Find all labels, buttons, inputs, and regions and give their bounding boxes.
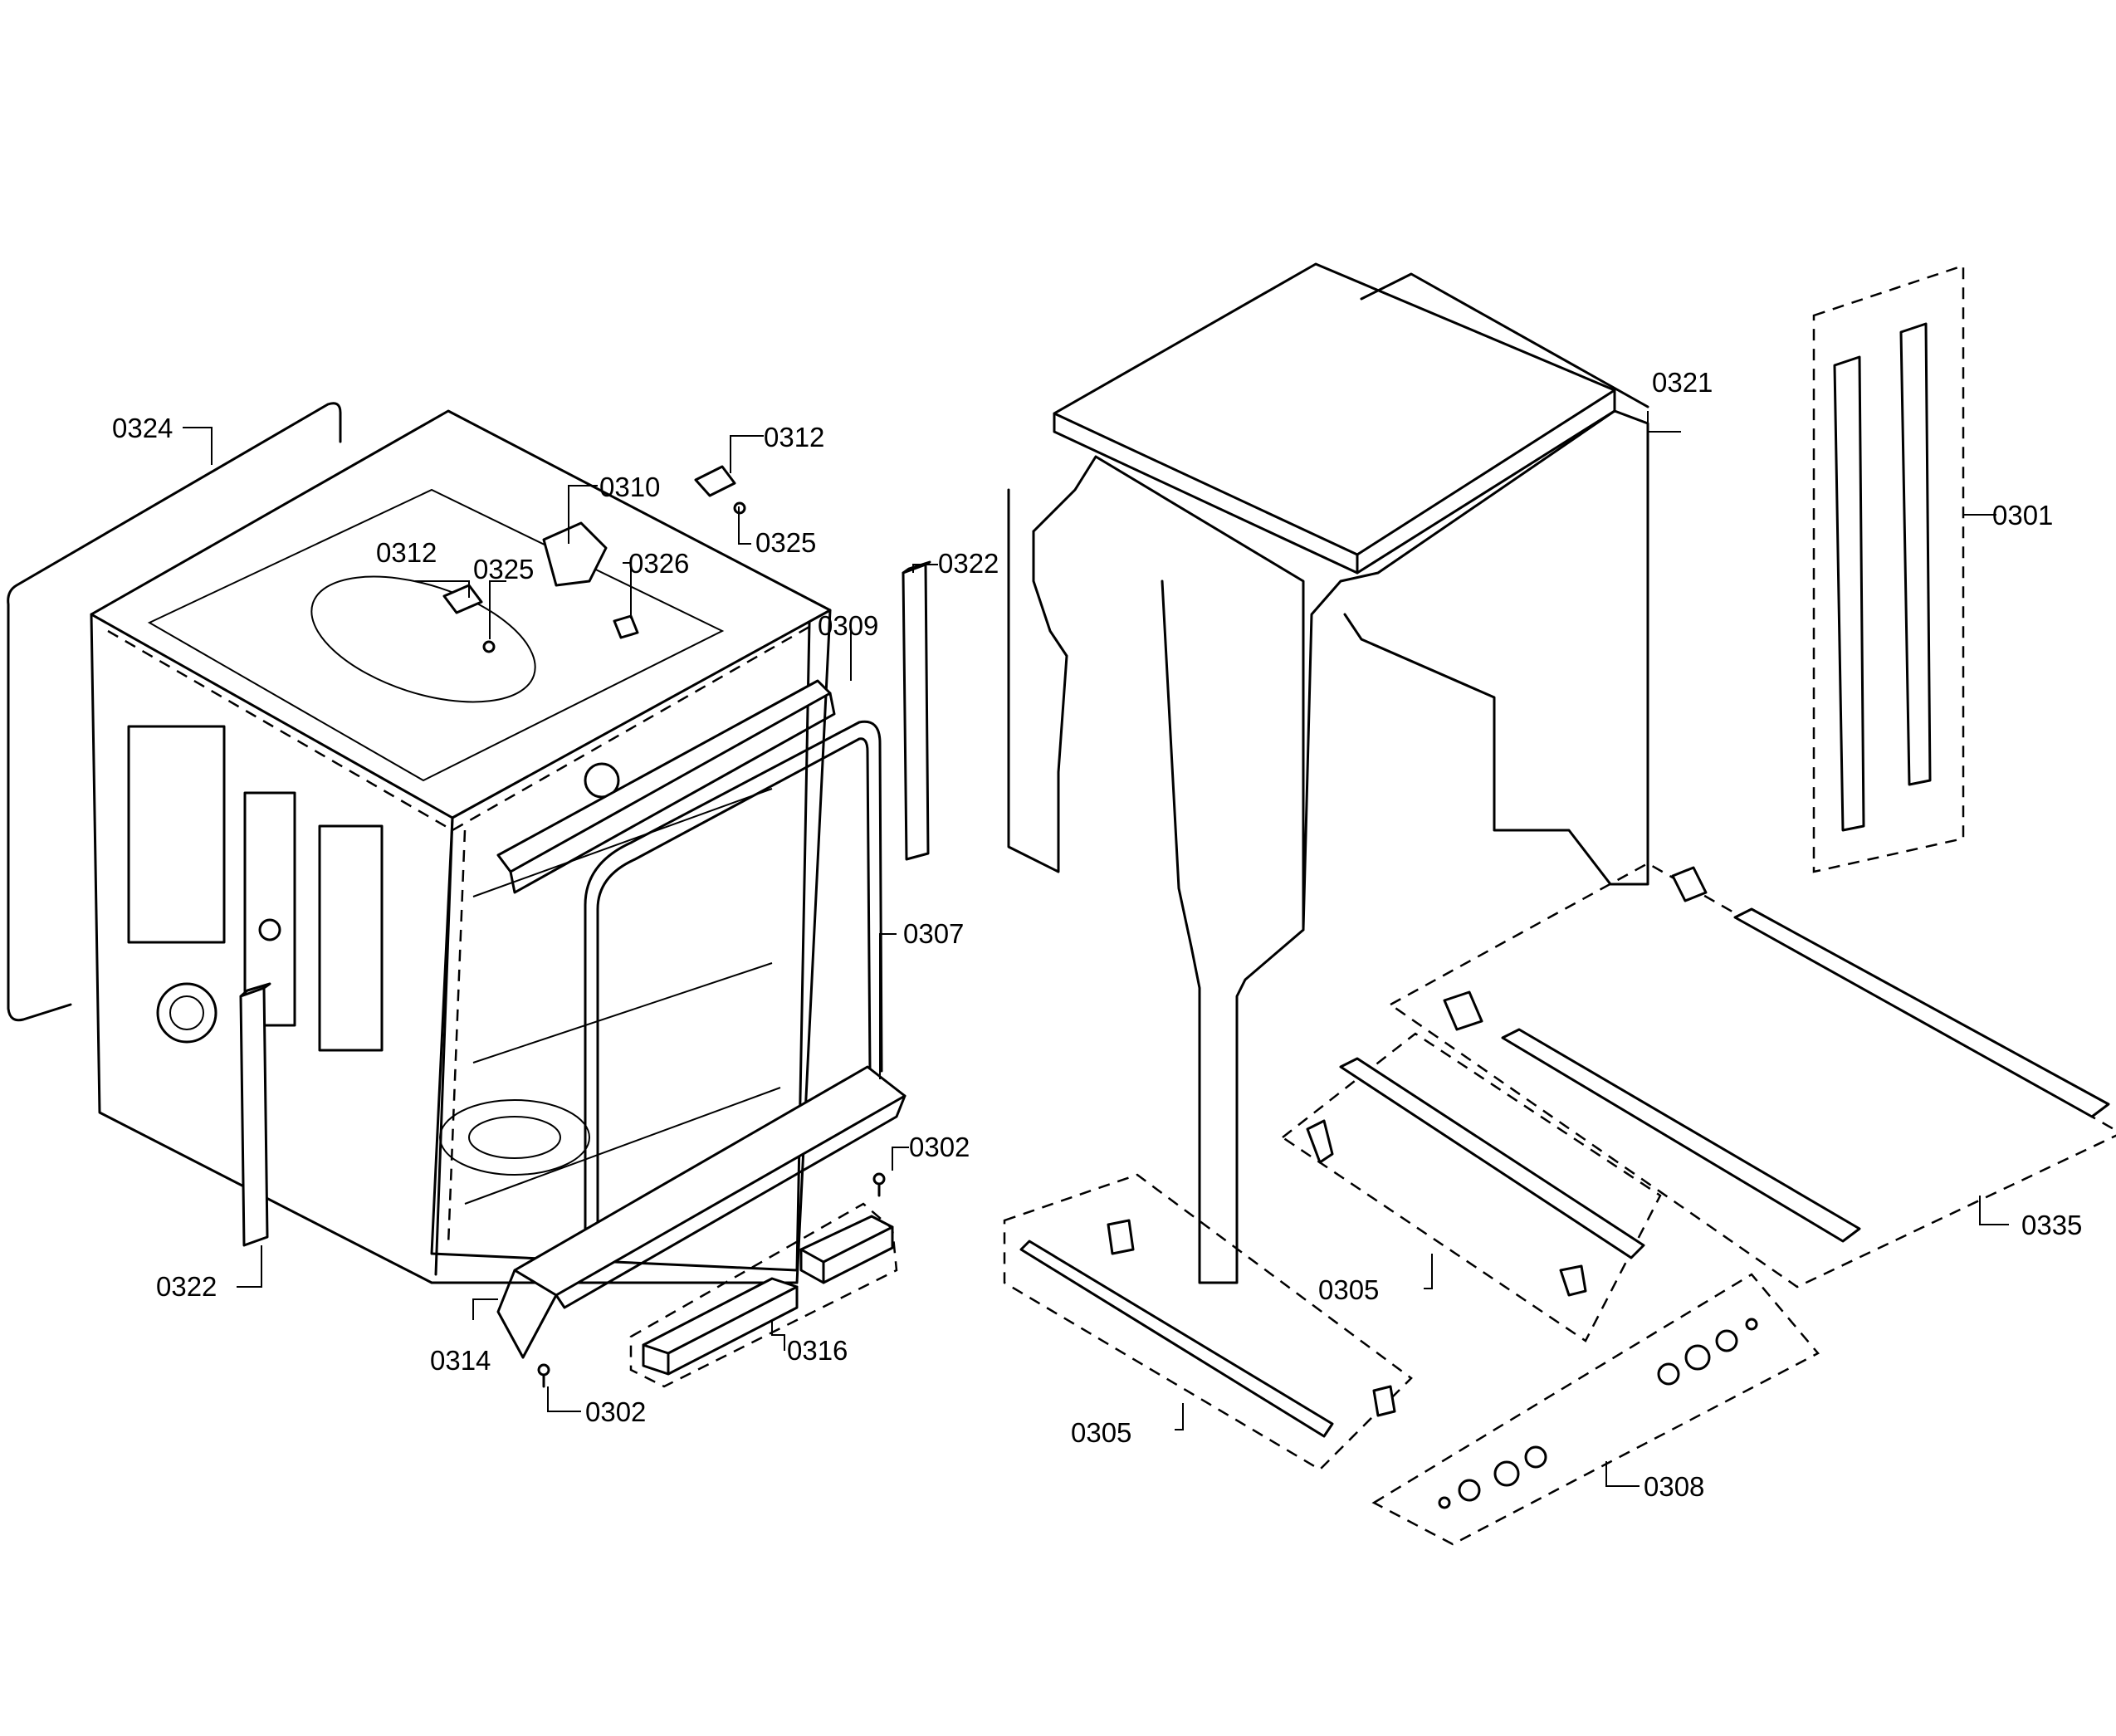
label-0307: 0307	[903, 918, 964, 949]
label-0326: 0326	[628, 548, 689, 579]
leader-lines	[183, 411, 2009, 1487]
label-0316: 0316	[787, 1335, 848, 1366]
label-0321: 0321	[1652, 367, 1713, 398]
part-labels: 0324 0312 0310 0325 0312 0325 0326 0322 …	[112, 367, 2082, 1502]
part-0308-wheels	[1371, 1273, 1820, 1546]
label-0314: 0314	[430, 1345, 491, 1376]
label-0325-right: 0325	[755, 527, 816, 558]
label-0322-top: 0322	[938, 548, 999, 579]
part-0305-lower	[1003, 1173, 1413, 1471]
label-0335: 0335	[2021, 1210, 2082, 1240]
label-0312-top: 0312	[764, 422, 824, 452]
label-0302-right: 0302	[909, 1132, 970, 1162]
part-0305-upper	[1280, 1032, 1662, 1342]
part-0307-gasket	[584, 720, 883, 1251]
part-0316-pads	[629, 1202, 898, 1388]
label-0325-left: 0325	[473, 554, 534, 584]
label-0310: 0310	[599, 472, 660, 502]
part-0335-rails	[1388, 862, 2116, 1289]
label-0302-bottom: 0302	[585, 1396, 646, 1427]
part-0321-insulation	[1007, 262, 1649, 1284]
label-0305-lower: 0305	[1071, 1417, 1131, 1448]
label-0312-left: 0312	[376, 537, 437, 568]
part-0314-base	[496, 1065, 907, 1359]
label-0324: 0324	[112, 413, 173, 443]
label-0301: 0301	[1992, 500, 2053, 531]
part-0324-panel	[7, 402, 342, 1022]
part-0309-rail	[496, 679, 836, 894]
label-0305-upper: 0305	[1318, 1274, 1379, 1305]
part-0301-trims	[1812, 264, 1965, 873]
small-hardware	[442, 465, 886, 1388]
part-0322-strips	[239, 560, 931, 1247]
label-0308: 0308	[1644, 1471, 1704, 1502]
label-0322-bottom: 0322	[156, 1271, 217, 1302]
label-0309: 0309	[818, 610, 878, 641]
